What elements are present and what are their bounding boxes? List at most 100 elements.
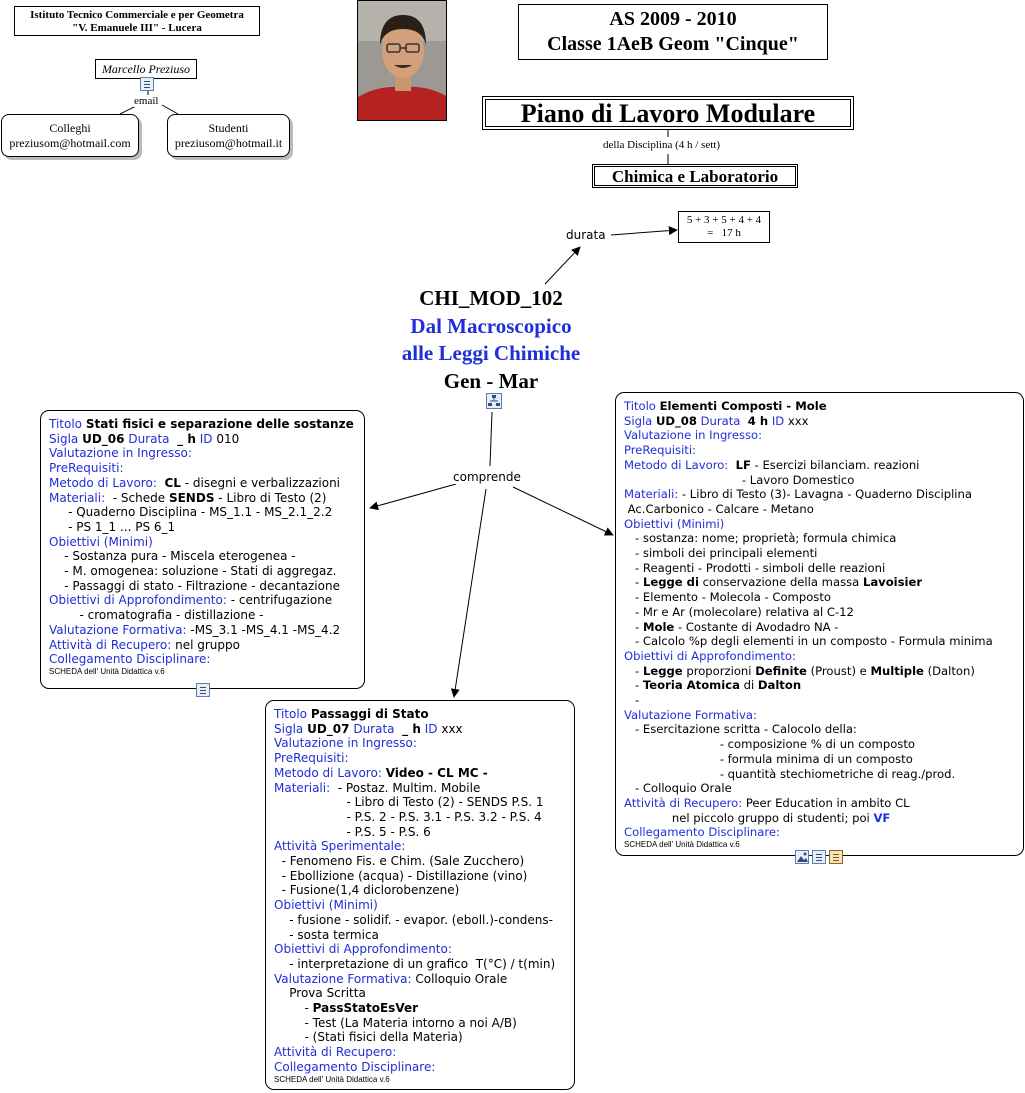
contact-studenti[interactable]: Studenti preziusom@hotmail.it [167,114,290,157]
ud08-footer: SCHEDA dell' Unità Didattica v.6 [624,840,740,850]
discipline-hours: della Disciplina (4 h / sett) [603,139,720,151]
module-title-1: Dal Macroscopico [410,313,572,338]
colleghi-title: Colleghi [49,121,91,135]
school-line2: "V. Emanuele III" - Lucera [72,22,202,34]
ud07-line-09: - P.S. 5 - P.S. 6 [274,824,431,839]
ud08-line-15: - Mr e Ar (molecolare) relativa al C-12 [624,604,854,619]
ud07-line-13: - Fusione(1,4 diclorobenzene) [274,883,460,898]
ud06-card[interactable]: Titolo Stati fisici e separazione delle … [40,410,365,689]
ud07-line-08: - P.S. 2 - P.S. 3.1 - P.S. 3.2 - P.S. 4 [274,809,542,824]
ud07-valutazione-formativa: Valutazione Formativa: Colloquio Orale [274,971,508,986]
school-box: Istituto Tecnico Commerciale e per Geome… [14,6,260,36]
ud07-line-22: - Test (La Materia intorno a noi A/B) [274,1015,517,1030]
ud07-line-21: - PassStatoEsVer [274,1001,419,1016]
module-node: CHI_MOD_102 Dal Macroscopico alle Leggi … [350,285,632,395]
colleghi-email: preziusom@hotmail.com [9,136,131,150]
ud07-attivita-sperimentale: Attività Sperimentale: [274,839,406,854]
ud08-collegamento: Collegamento Disciplinare: [624,825,780,840]
author-box: Marcello Preziuso [95,59,197,79]
note-icon[interactable] [140,77,154,91]
ud06-titolo: Titolo Stati fisici e separazione delle … [49,417,354,431]
ud08-line-25: - formula minima di un composto [624,751,913,766]
author-photo [357,0,447,121]
module-period: Gen - Mar [443,368,539,393]
ud08-materiali: Materiali: - Libro di Testo (3)- Lavagna… [624,487,972,502]
ud07-valutazione-ingresso: Valutazione in Ingresso: [274,736,417,751]
ud08-line-12: - Reagenti - Prodotti - simboli delle re… [624,560,886,575]
submap-icon[interactable] [486,393,502,409]
ud08-line-24: - composizione % di un composto [624,737,915,752]
module-code: CHI_MOD_102 [419,286,563,310]
contact-colleghi[interactable]: Colleghi preziusom@hotmail.com [1,114,139,157]
ud08-valutazione-formativa: Valutazione Formativa: [624,707,757,722]
ud07-recupero: Attività di Recupero: [274,1045,397,1060]
ud08-line-21: - [624,693,640,708]
ud07-collegamento: Collegamento Disciplinare: [274,1059,436,1074]
ud06-footer: SCHEDA dell' Unità Didattica v.6 [49,666,165,676]
email-label: email [134,95,159,107]
durata-total: = 17 h [707,227,741,239]
ud06-line-10: - Sostanza pura - Miscela eterogenea - [49,549,296,564]
ud06-line-14: - cromatografia - distillazione - [49,608,264,623]
ud08-image-icon[interactable] [795,850,809,864]
discipline-box: Chimica e Laboratorio [592,164,798,188]
durata-sum: 5 + 3 + 5 + 4 + 4 [686,214,762,226]
ud08-line-19: - Legge proporzioni Definite (Proust) e … [624,663,975,678]
ud07-line-15: - fusione - solidif. - evapor. (eboll.)-… [274,912,553,927]
ud08-line-14: - Elemento - Molecola - Composto [624,590,831,605]
module-title-2: alle Leggi Chimiche [401,341,581,365]
ud08-line-20: - Teoria Atomica di Dalton [624,678,802,693]
ud07-line-11: - Fenomeno Fis. e Chim. (Sale Zucchero) [274,854,525,869]
ud06-line-07: - Quaderno Disciplina - MS_1.1 - MS_2.1_… [49,505,333,520]
ud06-line-08: - PS 1_1 ... PS 6_1 [49,519,176,534]
studenti-title: Studenti [208,121,249,135]
ud06-collegamento: Collegamento Disciplinare: [49,652,211,667]
ud08-line-27: - Colloquio Orale [624,781,732,796]
ud06-obiettivi-minimi: Obiettivi (Minimi) [49,534,153,549]
ud08-titolo: Titolo Elementi Composti - Mole [624,399,827,413]
ud07-line-23: - (Stati fisici della Materia) [274,1030,463,1045]
ud08-line-13: - Legge di conservazione della massa Lav… [624,575,923,590]
ud08-line-16: - Mole - Costante di Avodadro NA - [624,619,839,634]
ud08-prerequisiti: PreRequisiti: [624,443,696,458]
ud07-line-20: Prova Scritta [274,986,366,1001]
year-box: AS 2009 - 2010 Classe 1AeB Geom "Cinque" [518,4,828,60]
school-line1: Istituto Tecnico Commerciale e per Geome… [30,9,244,21]
ud08-attachment-icon[interactable] [829,850,843,864]
ud07-prerequisiti: PreRequisiti: [274,751,349,766]
portrait-image [358,1,446,120]
studenti-email: preziusom@hotmail.it [174,136,283,150]
ud07-line-12: - Ebollizione (acqua) - Distillazione (v… [274,868,528,883]
ud06-prerequisiti: PreRequisiti: [49,461,124,476]
ud07-materiali: Materiali: - Postaz. Multim. Mobile [274,780,481,795]
plan-title: Piano di Lavoro Modulare [485,99,851,127]
ud08-line-29: nel piccolo gruppo di studenti; poi VF [624,810,891,825]
ud08-line-10: - sostanza: nome; proprietà; formula chi… [624,531,897,546]
year-line1: AS 2009 - 2010 [609,8,737,30]
ud06-line-12: - Passaggi di stato - Filtrazione - deca… [49,578,340,593]
ud07-card[interactable]: Titolo Passaggi di Stato Sigla UD_07 Dur… [265,700,575,1090]
ud07-footer: SCHEDA dell' Unità Didattica v.6 [274,1074,390,1084]
ud08-line-26: - quantità stechiometriche di reag./prod… [624,766,956,781]
ud07-approfondimento: Obiettivi di Approfondimento: [274,942,452,957]
discipline-name: Chimica e Laboratorio [594,166,796,186]
ud06-recupero: Attività di Recupero: nel gruppo [49,637,240,652]
ud08-line-08: Ac.Carbonico - Calcare - Metano [624,501,814,516]
plan-title-box: Piano di Lavoro Modulare [482,96,854,130]
ud06-metodo: Metodo di Lavoro: CL - disegni e verbali… [49,475,341,490]
ud08-card[interactable]: Titolo Elementi Composti - Mole Sigla UD… [615,392,1024,856]
ud06-materiali: Materiali: - Schede SENDS - Libro di Tes… [49,490,327,505]
ud07-line-18: - interpretazione di un grafico T(°C) / … [274,956,556,971]
ud08-note-icon[interactable] [812,850,826,864]
ud06-note-icon[interactable] [196,683,210,697]
durata-box: 5 + 3 + 5 + 4 + 4 = 17 h [678,211,770,243]
ud07-metodo: Metodo di Lavoro: Video - CL MC - [274,765,488,780]
year-line2: Classe 1AeB Geom "Cinque" [547,33,799,55]
ud08-line-17: - Calcolo %p degli elementi in un compos… [624,634,993,649]
ud07-line-16: - sosta termica [274,927,379,942]
ud08-obiettivi-minimi: Obiettivi (Minimi) [624,516,725,531]
ud08-line-23: - Esercitazione scritta - Calocolo della… [624,722,857,737]
ud08-metodo: Metodo di Lavoro: LF - Esercizi bilancia… [624,457,920,472]
ud06-valutazione-formativa: Valutazione Formativa: -MS_3.1 -MS_4.1 -… [49,622,341,637]
